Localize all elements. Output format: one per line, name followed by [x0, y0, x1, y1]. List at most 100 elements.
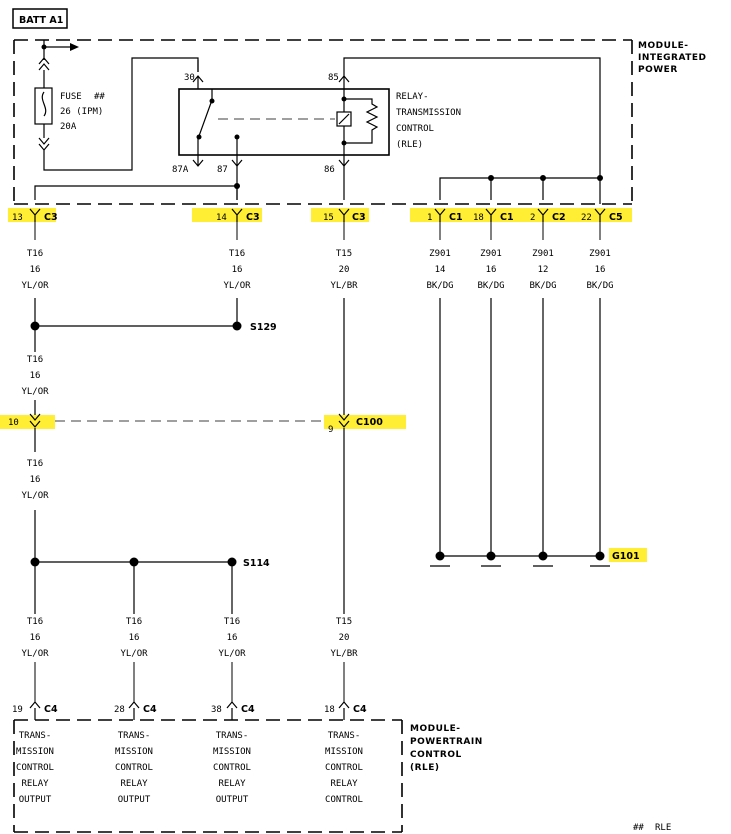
pcm-pin-1-line-2: MISSION [16, 747, 54, 757]
wire-38-circuit: T16 [224, 617, 240, 627]
wire-low-circuit: T16 [27, 459, 43, 469]
wire-z901-1-color: BK/DG [426, 281, 453, 291]
pcm-pin-2-line-4: RELAY [120, 779, 148, 789]
pcm-pin-2-line-5: OUTPUT [118, 795, 151, 805]
wire-mid-color: YL/OR [21, 387, 49, 397]
pcm-connector-row: 19 C4 28 C4 38 C4 18 C4 [12, 701, 367, 720]
wire-z901-18-circuit: Z901 [480, 249, 502, 259]
relay-label-line-1: RELAY- [396, 92, 429, 102]
wire-low-color: YL/OR [21, 491, 49, 501]
footnote-mark: ## [633, 823, 644, 833]
highlight-c100-left [0, 415, 55, 429]
wire-labels-upper: T16 16 YL/OR T16 16 YL/OR T15 20 YL/BR Z… [21, 222, 614, 291]
fuse-label-line-1: FUSE [60, 92, 82, 102]
pcm-module-border [13, 719, 403, 833]
pcm-pin-descriptions: TRANS- MISSION CONTROL RELAY OUTPUT TRAN… [16, 731, 363, 805]
splice-s114: S114 [30, 510, 270, 614]
pcm-conn-28-pin: 28 [114, 705, 125, 715]
pcm-title-line-2: POWERTRAIN [410, 737, 483, 747]
pcm-pin-4-line-4: RELAY [330, 779, 358, 789]
ipm-conn-13-name: C3 [44, 212, 58, 223]
pcm-pin-2-line-2: MISSION [115, 747, 153, 757]
ground-g101: G101 [430, 298, 647, 567]
wire-14-color: YL/OR [223, 281, 251, 291]
battery-terminal: BATT A1 [12, 8, 68, 29]
wire-13-gauge: 16 [30, 265, 41, 275]
pcm-conn-18-name: C4 [353, 704, 367, 715]
ipm-conn-2-name: C2 [552, 212, 566, 223]
pcm-title-line-1: MODULE- [410, 724, 461, 734]
splice-s129: S129 [30, 298, 277, 352]
relay-pin-87a: 87A [172, 165, 189, 175]
wire-z901-22-circuit: Z901 [589, 249, 611, 259]
ipm-conn-2-pin: 2 [530, 213, 535, 223]
splice-s114-label: S114 [243, 558, 270, 569]
wire-z901-22-color: BK/DG [586, 281, 613, 291]
highlight-c1-c5 [410, 208, 632, 222]
wire-z901-22-gauge: 16 [595, 265, 606, 275]
ipm-connector-row: 13 C3 14 C3 15 C3 1 C1 18 C1 2 C2 22 C5 [12, 208, 623, 223]
pcm-conn-18-pin: 18 [324, 705, 335, 715]
relay-pin-86: 86 [324, 165, 335, 175]
ipm-conn-15-pin: 15 [323, 213, 334, 223]
relay-pin-85: 85 [328, 73, 339, 83]
pcm-pin-2-line-1: TRANS- [118, 731, 151, 741]
pcm-pin-4-line-1: TRANS- [328, 731, 361, 741]
wire-19-gauge: 16 [30, 633, 41, 643]
c100-label: C100 [356, 417, 383, 428]
pcm-conn-19-name: C4 [44, 704, 58, 715]
relay-label-line-3: CONTROL [396, 124, 434, 134]
pcm-pin-2-line-3: CONTROL [115, 763, 153, 773]
wire-18-circuit: T15 [336, 617, 352, 627]
pcm-pin-1-line-3: CONTROL [16, 763, 54, 773]
ipm-conn-18-pin: 18 [473, 213, 484, 223]
wire-z901-2-gauge: 12 [538, 265, 549, 275]
wire-14-gauge: 16 [232, 265, 243, 275]
pcm-title-line-4: (RLE) [410, 763, 440, 773]
relay-pin-30: 30 [184, 73, 195, 83]
ipm-conn-22-pin: 22 [581, 213, 592, 223]
ground-g101-label: G101 [612, 551, 640, 562]
pcm-pin-4-line-2: MISSION [325, 747, 363, 757]
inline-connector-c100: 10 9 C100 [8, 413, 383, 435]
highlight-c3-14 [192, 208, 262, 222]
pcm-pin-3-line-4: RELAY [218, 779, 246, 789]
ipm-conn-14-name: C3 [246, 212, 260, 223]
wire-38-gauge: 16 [227, 633, 238, 643]
relay-pin-87: 87 [217, 165, 228, 175]
splice-s129-label: S129 [250, 322, 277, 333]
pcm-title-line-3: CONTROL [410, 750, 462, 760]
fuse-note-mark: ## [94, 92, 105, 102]
highlight-c3-13 [8, 208, 56, 222]
wire-13-color: YL/OR [21, 281, 49, 291]
pcm-pin-1-line-5: OUTPUT [19, 795, 52, 805]
wire-mid-circuit: T16 [27, 355, 43, 365]
wire-38-color: YL/OR [218, 649, 246, 659]
wire-28-circuit: T16 [126, 617, 142, 627]
ipm-conn-15-name: C3 [352, 212, 366, 223]
wire-z901-2-color: BK/DG [529, 281, 556, 291]
transmission-control-relay: 30 85 87A 87 86 RELAY- TRANSMISSION CONT… [172, 57, 601, 204]
wire-13-circuit: T16 [27, 249, 43, 259]
pcm-pin-1-line-4: RELAY [21, 779, 49, 789]
wire-z901-2-circuit: Z901 [532, 249, 554, 259]
wire-19-circuit: T16 [27, 617, 43, 627]
relay-label-line-2: TRANSMISSION [396, 108, 461, 118]
pcm-pin-4-line-3: CONTROL [325, 763, 363, 773]
pcm-conn-19-pin: 19 [12, 705, 23, 715]
pcm-pin-1-line-1: TRANS- [19, 731, 52, 741]
wire-15-circuit: T15 [336, 249, 352, 259]
wire-15-gauge: 20 [339, 265, 350, 275]
ipm-conn-1-name: C1 [449, 212, 463, 223]
wire-z901-18-gauge: 16 [486, 265, 497, 275]
ipm-conn-1-pin: 1 [427, 213, 432, 223]
battery-label: BATT A1 [19, 15, 63, 26]
arrow-right-icon [70, 43, 79, 51]
ipm-module-border [13, 39, 633, 205]
ipm-conn-22-name: C5 [609, 212, 623, 223]
wire-28-gauge: 16 [129, 633, 140, 643]
wire-z901-18-color: BK/DG [477, 281, 504, 291]
ipm-title-line-1: MODULE- [638, 41, 689, 51]
c100-pin-right: 9 [328, 425, 333, 435]
